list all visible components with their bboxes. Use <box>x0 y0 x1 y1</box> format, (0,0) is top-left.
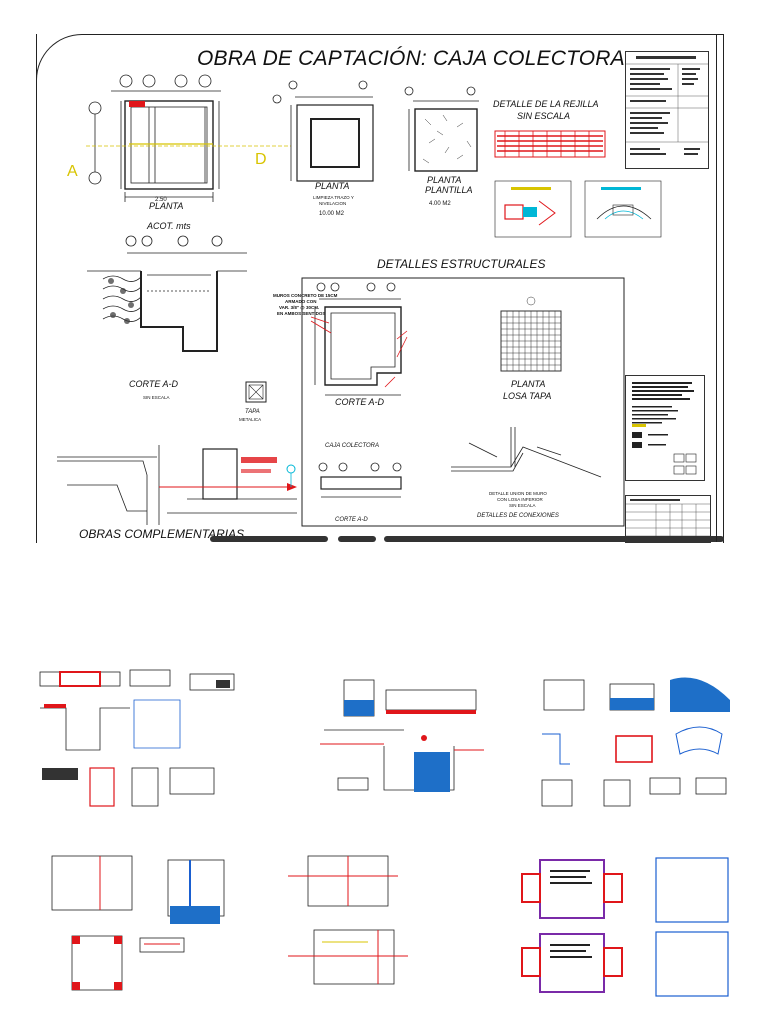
planta-losa-label-2: LOSA TAPA <box>503 391 552 401</box>
section-point-a: A <box>67 163 78 180</box>
small-detail-boxes <box>494 180 662 238</box>
page-title: OBRA DE CAPTACIÓN: CAJA COLECTORA <box>197 47 625 70</box>
wall-note-2: ARMADO CON <box>285 299 317 304</box>
corte-ad-label-1: CORTE A-D <box>129 379 179 389</box>
union-detail-2: CON LOSA INFERIOR <box>497 497 543 502</box>
metal-cover-icon <box>245 381 267 403</box>
detalles-conexiones-label: DETALLES DE CONEXIONES <box>477 513 559 519</box>
thumbnail-sheet-6[interactable] <box>520 850 750 1000</box>
planta2-label: PLANTA <box>315 181 350 191</box>
corte-ad-scale: SIN ESCALA <box>143 395 170 400</box>
caja-colectora-label: CAJA COLECTORA <box>325 443 380 449</box>
thumbnail-sheet-2[interactable] <box>314 660 494 820</box>
rejilla-title-2: SIN ESCALA <box>517 111 571 121</box>
wall-note-3: VAR. 3/8" @ 30CM. <box>279 305 320 310</box>
union-detail-1: DETALLE UNION DE MURO <box>489 491 547 496</box>
obras-complementarias-title: OBRAS COMPLEMENTARIAS <box>79 527 245 541</box>
acot-label: ACOT. mts <box>147 221 191 231</box>
wall-note-1: MUROS CONCRETO DE 15CM <box>273 293 338 298</box>
drawing-sheet: OBRA DE CAPTACIÓN: CAJA COLECTORA A D 2.… <box>36 34 724 543</box>
union-detail-3: SIN ESCALA <box>509 503 536 508</box>
detalles-estructurales-title: DETALLES ESTRUCTURALES <box>377 257 546 271</box>
structural-details-frame <box>301 277 625 527</box>
cleaning-plan-drawing <box>272 80 374 182</box>
planta-losa-label-1: PLANTA <box>511 379 546 389</box>
planta-label: PLANTA <box>149 201 184 211</box>
sheet-scrollbar[interactable] <box>210 536 730 544</box>
planta-plantilla-label-2: PLANTILLA <box>425 185 473 195</box>
wall-note-4: EN AMBOS SENTIDOS <box>277 311 326 316</box>
thumbnail-sheet-1[interactable] <box>30 660 260 820</box>
rejilla-title-1: DETALLE DE LA REJILLA <box>493 99 599 109</box>
grate-detail-drawing <box>494 130 606 158</box>
thumbnail-sheet-3[interactable] <box>530 660 750 820</box>
plan-view-drawing <box>86 74 291 202</box>
planta-plantilla-area: 4.00 M2 <box>429 201 451 207</box>
notes-legend-panel <box>625 375 705 481</box>
sheet-left-border <box>36 34 37 542</box>
template-plan-drawing <box>404 86 479 172</box>
corte-ad-label-3: CORTE A-D <box>335 517 368 523</box>
sheet-right-border <box>716 34 717 542</box>
section-ad-drawing <box>87 235 247 352</box>
dim-label-width: 2.50 <box>155 197 167 203</box>
tapa-label-2: METALICA <box>239 417 262 422</box>
planta2-sub1: LIMPIEZA TRAZO Y <box>313 195 354 200</box>
corte-ad-label-2: CORTE A-D <box>335 397 385 407</box>
title-block <box>625 51 709 169</box>
planta-plantilla-label-1: PLANTA <box>427 175 462 185</box>
section-point-d: D <box>255 151 267 168</box>
thumbnail-sheet-4[interactable] <box>40 840 260 1000</box>
tapa-label-1: TAPA <box>245 409 260 415</box>
complementary-works-drawing <box>57 445 297 525</box>
rebar-table <box>625 495 711 543</box>
thumbnail-sheet-5[interactable] <box>268 846 448 1006</box>
planta2-sub2: NIVELACION <box>319 201 347 206</box>
planta2-area: 10.00 M2 <box>319 211 345 217</box>
